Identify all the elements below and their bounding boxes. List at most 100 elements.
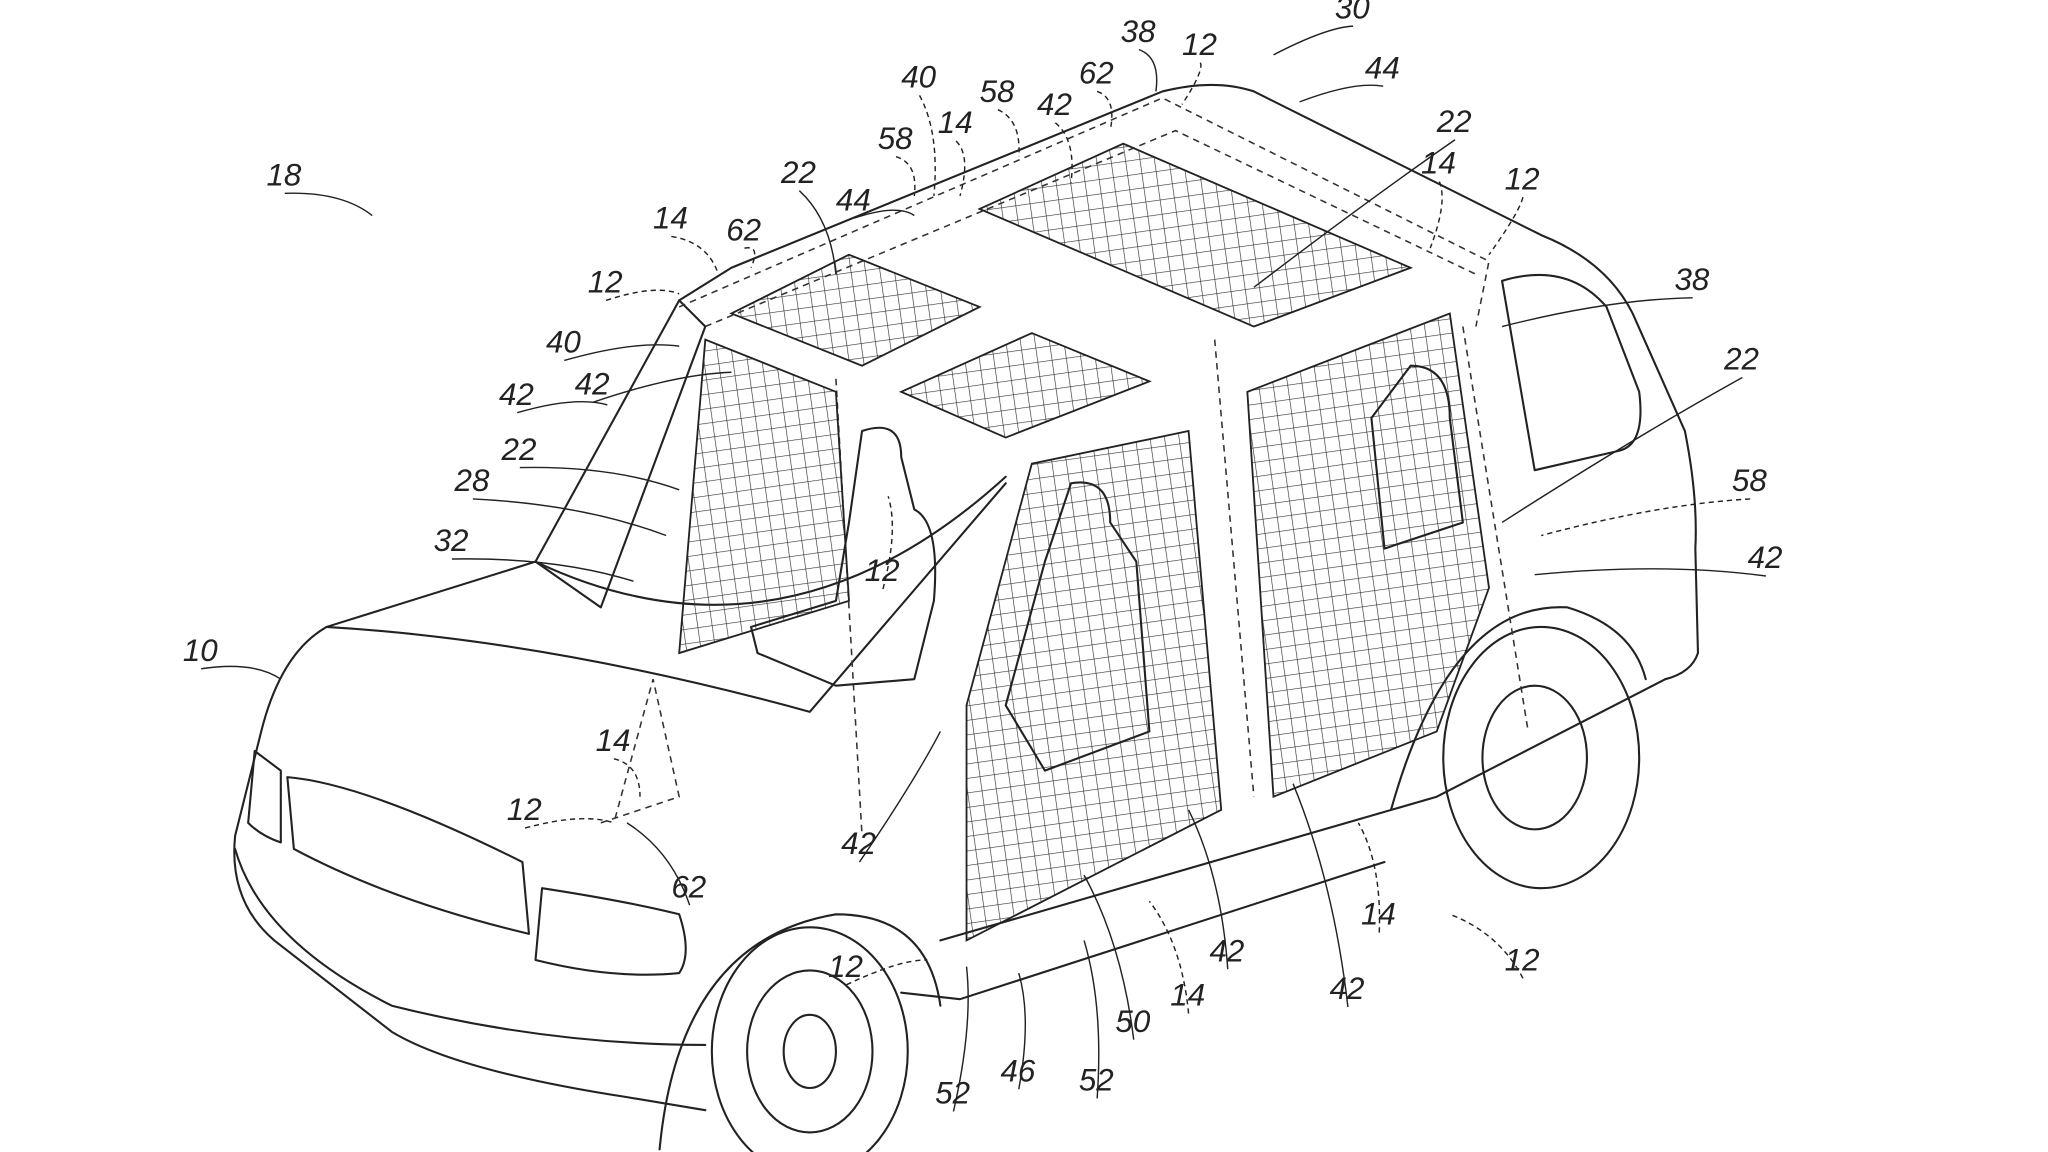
leader-line-42 [517,401,608,414]
leader-line-30 [1273,25,1354,56]
reference-numeral-12: 12 [828,949,863,984]
reference-numeral-52: 52 [1079,1063,1114,1098]
reference-numeral-12: 12 [507,792,542,827]
reference-numeral-62: 62 [726,212,761,247]
leader-line-14 [1357,822,1381,933]
reference-numeral-46: 46 [1000,1053,1035,1088]
leader-line-58 [1541,498,1751,537]
reference-numeral-42: 42 [1037,87,1072,122]
leader-line-44 [853,209,915,219]
vehicle-body [233,83,1700,1152]
leader-line-46 [1018,972,1026,1090]
leader-line-58 [997,109,1020,157]
leader-line-14 [613,758,641,797]
leader-line-38 [1138,48,1158,92]
reference-numeral-32: 32 [434,523,469,558]
reference-numeral-58: 58 [980,74,1015,109]
reference-numeral-42: 42 [1330,971,1365,1006]
reference-numeral-12: 12 [588,265,623,300]
reference-numeral-14: 14 [1421,146,1456,181]
reference-numeral-44: 44 [1365,50,1400,85]
leader-line-52 [952,966,969,1112]
leader-line-40 [918,95,936,196]
leader-line-40 [564,344,680,362]
leader-line-10 [201,665,282,680]
mesh-front-roof [729,253,982,367]
leader-line-12 [1488,197,1524,256]
leader-lines [201,25,1766,1112]
leader-line-42 [1292,783,1349,1008]
leader-line-62 [626,822,691,906]
reference-numeral-40: 40 [546,325,581,360]
reference-numeral-58: 58 [878,121,913,156]
leader-line-62 [1096,90,1113,131]
leader-line-12 [846,959,928,986]
reference-numeral-22: 22 [1723,342,1759,377]
reference-numeral-42: 42 [575,366,610,401]
leader-line-42 [1187,809,1229,970]
leader-line-12 [1449,913,1524,979]
leader-line-50 [1083,874,1135,1040]
reference-numeral-14: 14 [1170,978,1205,1013]
reference-numeral-52: 52 [935,1076,970,1111]
leader-line-12 [882,496,894,590]
reference-numeral-50: 50 [1115,1004,1150,1039]
reference-numeral-42: 42 [841,826,876,861]
reference-numeral-22: 22 [501,432,537,467]
leader-line-52 [1083,940,1100,1099]
mesh-front-door [965,429,1223,942]
reference-numeral-62: 62 [671,869,706,904]
reference-numeral-18: 18 [266,157,301,192]
leader-line-12 [524,817,615,829]
reference-numeral-10: 10 [183,633,218,668]
reference-numeral-14: 14 [1361,897,1396,932]
mesh-panels [678,142,1490,942]
reference-numeral-42: 42 [1748,540,1783,575]
leader-line-42 [1054,122,1073,183]
reference-numeral-12: 12 [1505,942,1540,977]
leader-line-42 [858,731,942,863]
reference-numeral-22: 22 [1436,104,1472,139]
reference-numeral-14: 14 [596,723,631,758]
leader-line-32 [451,558,634,582]
leader-line-62 [744,247,756,269]
reference-numeral-30: 30 [1335,0,1370,25]
leader-line-14 [955,140,966,197]
leader-line-38 [1501,297,1693,328]
leader-line-18 [284,192,373,217]
leader-line-14 [1429,181,1443,249]
reference-numeral-38: 38 [1674,262,1709,297]
leader-line-58 [895,156,916,197]
reference-numeral-42: 42 [1209,933,1244,968]
reference-numeral-14: 14 [653,201,688,236]
reference-numeral-58: 58 [1732,463,1767,498]
leader-line-22 [519,466,680,491]
reference-numeral-14: 14 [938,105,973,140]
leader-line-22 [1253,139,1456,288]
reference-numeral-22: 22 [780,155,816,190]
reference-numeral-44: 44 [836,182,871,217]
leader-line-44 [1299,84,1384,103]
reference-numeral-38: 38 [1121,14,1156,49]
mesh-rear-door [1246,312,1490,799]
reference-numeral-40: 40 [901,60,936,95]
reference-numeral-28: 28 [454,463,490,498]
reference-numeral-62: 62 [1079,56,1114,91]
mesh-front-side [678,338,850,655]
reference-numeral-12: 12 [865,553,900,588]
reference-numeral-12: 12 [1182,27,1217,62]
occupants [749,364,1464,772]
mesh-middle-roof [898,332,1152,439]
reference-numeral-42: 42 [499,377,534,412]
leader-line-14 [1148,900,1190,1014]
leader-line-42 [592,371,732,403]
reference-numeral-12: 12 [1505,161,1540,196]
leader-line-42 [1534,568,1766,577]
leader-line-28 [472,498,667,537]
mesh-rear-roof [977,142,1414,328]
leader-line-22 [1501,376,1743,524]
leader-line-12 [1181,62,1202,105]
leader-line-22 [798,190,837,275]
